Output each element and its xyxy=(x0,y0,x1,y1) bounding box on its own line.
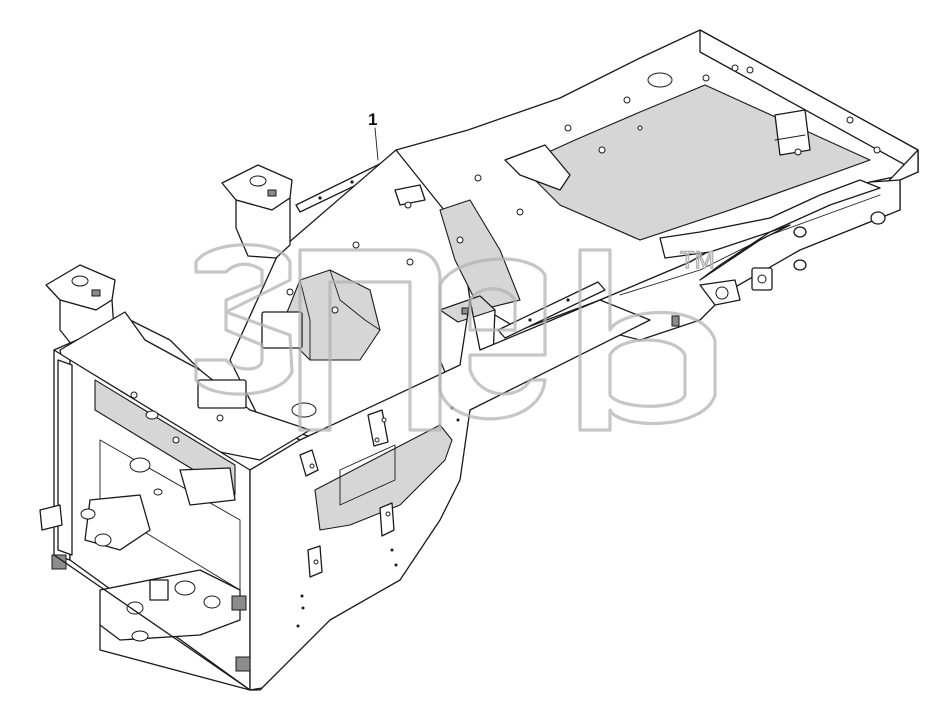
callout-part-1: 1 xyxy=(368,110,377,129)
watermark: TM xyxy=(194,243,717,432)
rear-frame-rails xyxy=(395,29,919,341)
watermark-tm-mark: TM xyxy=(680,247,715,274)
callout-label-1: 1 xyxy=(368,110,377,129)
front-frame-body xyxy=(39,164,651,691)
